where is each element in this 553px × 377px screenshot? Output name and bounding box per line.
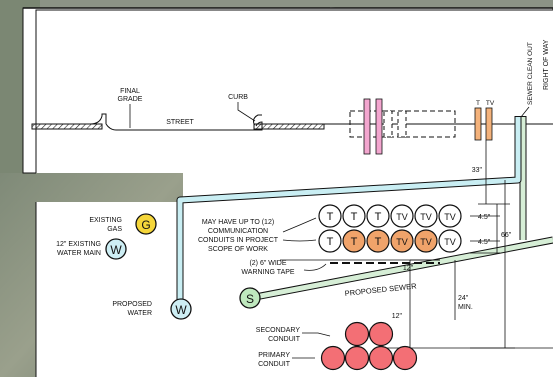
conduit-bottom-1-label: T <box>351 236 358 248</box>
pink-marker-2 <box>375 98 383 155</box>
tv-pole-label: TV <box>486 100 495 107</box>
primary-conduit-1 <box>344 345 370 371</box>
conduit-top-1-label: T <box>351 211 358 223</box>
primary-conduit-3 <box>392 345 418 371</box>
secondary-conduit-label-1: SECONDARY <box>256 327 301 334</box>
existing-water-symbol <box>105 238 127 260</box>
warning-tape-label-1: (2) 6" WIDE <box>249 260 286 267</box>
proposed-water-label-1: PROPOSED <box>112 301 152 308</box>
sewer-clean-out-label: SEWER CLEAN OUT <box>527 42 534 105</box>
gas-symbol-letter: G <box>141 218 150 232</box>
street-label: STREET <box>166 119 194 126</box>
conduit-bottom-3 <box>390 229 414 253</box>
final-grade-label-2: GRADE <box>118 96 143 103</box>
primary-conduit-label-2: CONDUIT <box>258 361 291 368</box>
conduit-top-0 <box>318 204 342 228</box>
conduit-top-2-label: T <box>375 211 382 223</box>
dimension-lines <box>280 140 553 349</box>
conduit-top-4-label: TV <box>420 212 432 222</box>
power-conduits <box>320 321 418 371</box>
conduit-bottom-1 <box>342 229 366 253</box>
conduit-note-3: CONDUITS IN PROJECT <box>198 237 279 244</box>
conduit-top-1 <box>342 204 366 228</box>
conduit-bottom-5-label: TV <box>444 237 456 247</box>
sidewalk <box>253 123 325 130</box>
dim-4-5-upper: 4.5" <box>478 214 491 221</box>
dim-24-min: MIN. <box>458 304 473 311</box>
conduit-note-2: COMMUNICATION <box>208 228 268 235</box>
proposed-water-label-2: WATER <box>128 310 153 317</box>
secondary-conduit-label-2: CONDUIT <box>268 336 301 343</box>
conduit-top-3 <box>390 204 414 228</box>
conduit-bottom-2 <box>366 229 390 253</box>
street-pavement <box>31 123 103 130</box>
conduit-top-2 <box>366 204 390 228</box>
proposed-sewer-symbol <box>239 287 261 309</box>
secondary-conduit-1 <box>368 321 394 347</box>
warning-tape-label-2: WARNING TAPE <box>241 269 294 276</box>
conduit-bottom-3-label: TV <box>396 237 408 247</box>
conduit-top-3-label: TV <box>396 212 408 222</box>
secondary-conduit-0 <box>344 321 370 347</box>
t-pole-label: T <box>476 100 480 107</box>
dim-12-lower: 12" <box>392 313 403 320</box>
curb-label: CURB <box>228 94 248 101</box>
conduit-top-4 <box>414 204 438 228</box>
dim-24: 24" <box>458 295 469 302</box>
conduit-note-4: SCOPE OF WORK <box>208 246 268 253</box>
conduit-bottom-2-label: T <box>375 236 382 248</box>
conduit-rows: T T T TV TV TV T T T TV TV TV <box>318 204 462 253</box>
dim-4-5-lower: 4.5" <box>478 239 491 246</box>
existing-gas-label-1: EXISTING <box>89 217 122 224</box>
proposed-water-letter: W <box>175 303 187 317</box>
t-marker <box>474 107 482 141</box>
proposed-water-symbol <box>170 298 192 320</box>
existing-water-label-2: WATER MAIN <box>57 250 101 257</box>
dim-12-upper: 12" <box>403 265 414 272</box>
gas-symbol <box>135 213 157 235</box>
tv-marker <box>485 107 493 141</box>
final-grade-label-1: FINAL <box>120 88 140 95</box>
conduit-bottom-4 <box>414 229 438 253</box>
conduit-top-0-label: T <box>327 211 334 223</box>
conduit-bottom-0 <box>318 229 342 253</box>
existing-water-label-1: 12" EXISTING <box>56 241 101 248</box>
primary-conduit-2 <box>368 345 394 371</box>
dim-66: 66" <box>501 232 512 239</box>
existing-water-letter: W <box>110 243 122 257</box>
dim-33: 33" <box>472 167 483 174</box>
sewer-symbol-letter: S <box>246 292 254 306</box>
primary-conduit-label-1: PRIMARY <box>258 352 290 359</box>
drawing-panel-inset <box>36 202 183 377</box>
conduit-top-5-label: TV <box>444 212 456 222</box>
conduit-bottom-0-label: T <box>327 236 334 248</box>
primary-conduit-0 <box>320 345 346 371</box>
proposed-sewer-pipe <box>249 237 553 301</box>
conduit-note-1: MAY HAVE UP TO (12) <box>202 219 274 226</box>
pink-marker-1 <box>363 98 371 155</box>
existing-gas-label-2: GAS <box>107 226 122 233</box>
conduit-top-5 <box>438 204 462 228</box>
right-of-way-label: RIGHT OF WAY <box>543 39 550 90</box>
conduit-bottom-5 <box>438 229 462 253</box>
proposed-water-pipe <box>177 117 521 300</box>
conduit-bottom-4-label: TV <box>420 237 432 247</box>
